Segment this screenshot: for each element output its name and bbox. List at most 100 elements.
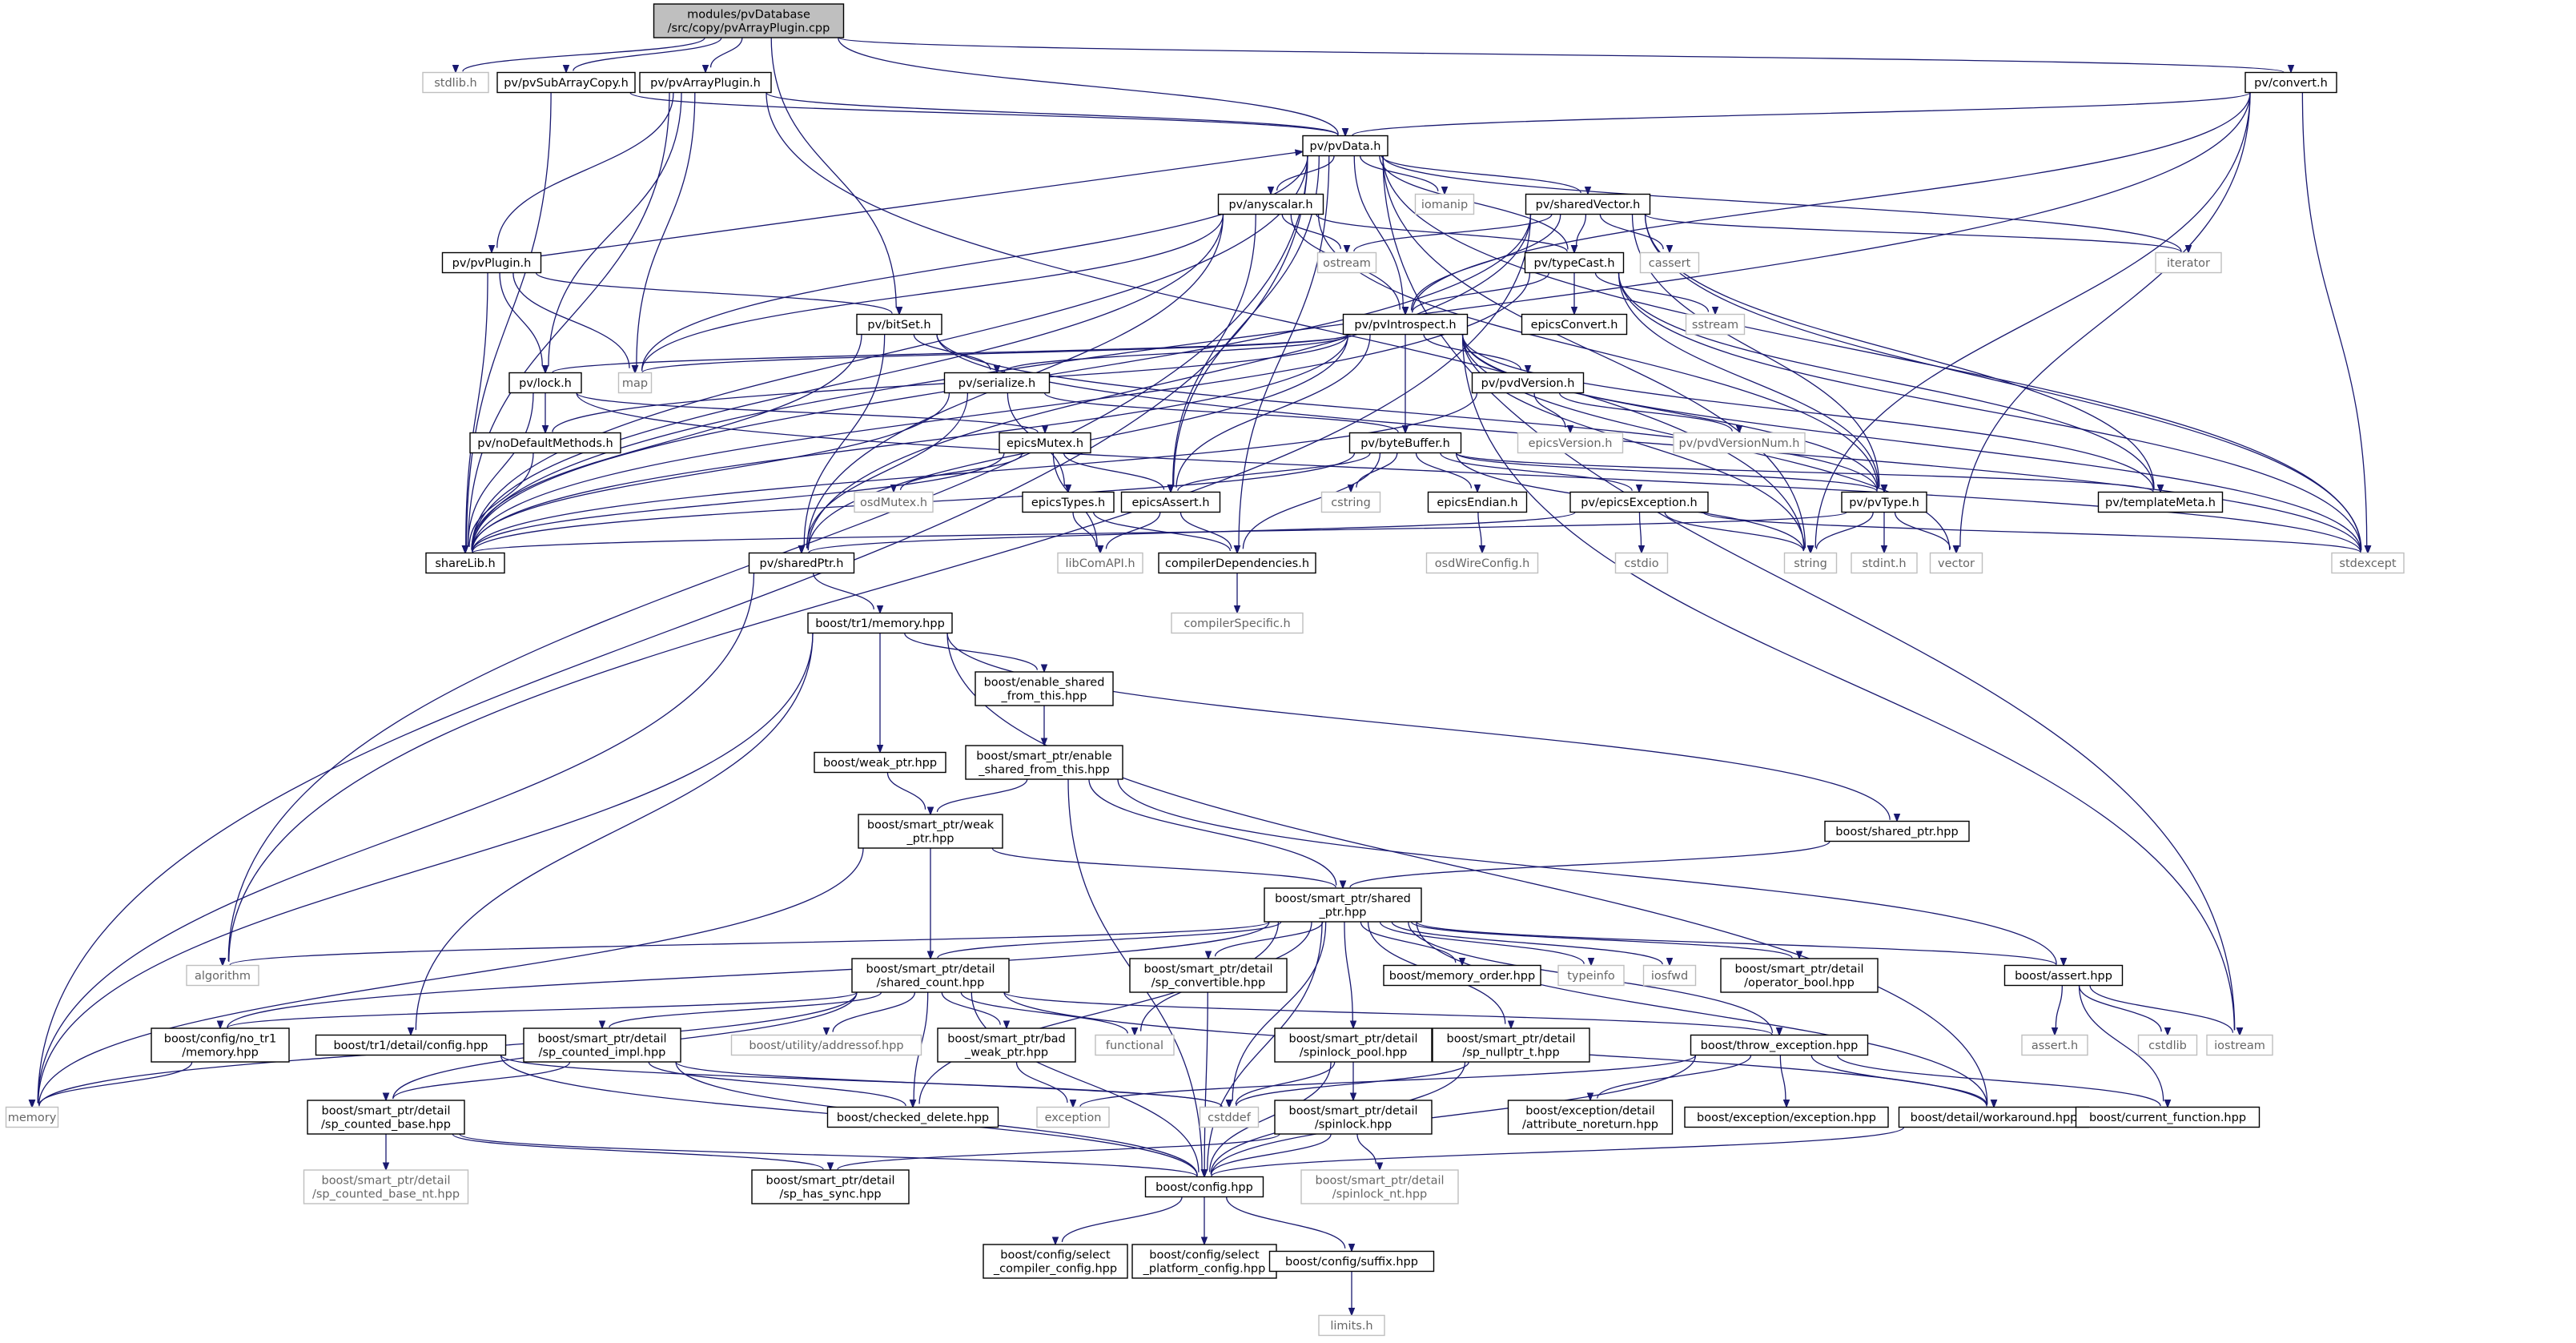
node-pvdVersionNum[interactable]: pv/pvdVersionNum.h: [1673, 432, 1806, 454]
node-exception_hpp[interactable]: boost/exception/exception.hpp: [1684, 1106, 1889, 1128]
node-pvType[interactable]: pv/pvType.h: [1841, 491, 1927, 513]
node-epicsConvert[interactable]: epicsConvert.h: [1521, 313, 1628, 336]
node-bitSet[interactable]: pv/bitSet.h: [856, 313, 942, 336]
node-epicsException[interactable]: pv/epicsException.h: [1569, 491, 1709, 513]
node-exception[interactable]: exception: [1036, 1106, 1110, 1128]
node-epicsEndian[interactable]: epicsEndian.h: [1427, 491, 1528, 513]
node-weak_ptr[interactable]: boost/weak_ptr.hpp: [814, 751, 946, 774]
node-workaround[interactable]: boost/detail/workaround.hpp: [1898, 1106, 2090, 1128]
node-pvArrayPlugin[interactable]: pv/pvArrayPlugin.h: [639, 71, 772, 94]
node-tr1_memory[interactable]: boost/tr1/memory.hpp: [807, 612, 953, 634]
node-limits_h[interactable]: limits.h: [1318, 1314, 1385, 1337]
node-box: [422, 71, 489, 94]
node-functional[interactable]: functional: [1095, 1034, 1175, 1056]
node-spinlock_nt[interactable]: boost/smart_ptr/detail/spinlock_nt.hpp: [1300, 1169, 1459, 1204]
edge-arrowhead: [1507, 1020, 1515, 1030]
node-vector[interactable]: vector: [1929, 552, 1983, 574]
node-current_function[interactable]: boost/current_function.hpp: [2075, 1106, 2261, 1128]
node-sp_counted_base[interactable]: boost/smart_ptr/detail/sp_counted_base.h…: [307, 1100, 465, 1135]
node-pvSubArrayCopy[interactable]: pv/pvSubArrayCopy.h: [496, 71, 636, 94]
node-shared_ptr_hpp[interactable]: boost/shared_ptr.hpp: [1824, 820, 1970, 842]
node-spinlock_pool[interactable]: boost/smart_ptr/detail/spinlock_pool.hpp: [1274, 1027, 1433, 1063]
node-ostream[interactable]: ostream: [1316, 251, 1377, 274]
node-compilerSpecific[interactable]: compilerSpecific.h: [1171, 612, 1304, 634]
node-cstring[interactable]: cstring: [1320, 491, 1381, 513]
node-assert_h[interactable]: assert.h: [2021, 1034, 2088, 1056]
node-cstddef[interactable]: cstddef: [1199, 1106, 1260, 1128]
edge-line: [576, 392, 2361, 553]
node-epicsAssert[interactable]: epicsAssert.h: [1120, 491, 1221, 513]
edge-arrowhead: [1204, 951, 1212, 960]
node-osdWireConfig[interactable]: osdWireConfig.h: [1425, 552, 1539, 574]
node-anyscalar[interactable]: pv/anyscalar.h: [1217, 193, 1324, 215]
node-byteBuffer[interactable]: pv/byteBuffer.h: [1348, 432, 1462, 454]
node-iterator[interactable]: iterator: [2155, 251, 2222, 274]
node-noDefaultMethods[interactable]: pv/noDefaultMethods.h: [469, 432, 621, 454]
node-sharedVector[interactable]: pv/sharedVector.h: [1525, 193, 1651, 215]
node-assert_hpp[interactable]: boost/assert.hpp: [2003, 964, 2124, 987]
node-suffix[interactable]: boost/config/suffix.hpp: [1268, 1250, 1435, 1273]
node-memory_order[interactable]: boost/memory_order.hpp: [1383, 964, 1541, 987]
node-memory[interactable]: memory: [5, 1106, 59, 1128]
node-iostream[interactable]: iostream: [2206, 1034, 2273, 1056]
node-cassert[interactable]: cassert: [1639, 251, 1700, 274]
node-root[interactable]: modules/pvDatabase/src/copy/pvArrayPlugi…: [653, 3, 845, 38]
node-epicsVersion[interactable]: epicsVersion.h: [1517, 432, 1624, 454]
node-stdexcept[interactable]: stdexcept: [2331, 552, 2405, 574]
node-tr1_detail_config[interactable]: boost/tr1/detail/config.hpp: [315, 1034, 507, 1056]
node-sp_weak_ptr[interactable]: boost/smart_ptr/weak_ptr.hpp: [858, 814, 1003, 849]
edge-sharedVector-to-stdexcept: [1644, 214, 2372, 554]
node-sp_nullptr_t[interactable]: boost/smart_ptr/detail/sp_nullptr_t.hpp: [1432, 1027, 1590, 1063]
node-string[interactable]: string: [1783, 552, 1838, 574]
edge-sp_nullptr_t-to-cstddef: [1225, 1061, 1469, 1108]
node-epicsMutex[interactable]: epicsMutex.h: [999, 432, 1091, 454]
node-sstream[interactable]: sstream: [1685, 313, 1746, 336]
edge-sp_bad_weak_ptr-to-exception: [1015, 1061, 1077, 1108]
node-enable_shared_from_this[interactable]: boost/enable_shared_from_this.hpp: [975, 671, 1114, 706]
node-libComAPI[interactable]: libComAPI.h: [1057, 552, 1143, 574]
node-compilerDependencies[interactable]: compilerDependencies.h: [1158, 552, 1316, 574]
node-sharedPtr[interactable]: pv/sharedPtr.h: [748, 552, 855, 574]
node-attribute_noreturn[interactable]: boost/exception/detail/attribute_noretur…: [1507, 1100, 1674, 1135]
node-pvIntrospect[interactable]: pv/pvIntrospect.h: [1342, 313, 1469, 336]
node-iosfwd[interactable]: iosfwd: [1642, 964, 1697, 987]
node-typeCast[interactable]: pv/typeCast.h: [1524, 251, 1625, 274]
edge-line: [1236, 1061, 1469, 1107]
node-templateMeta[interactable]: pv/templateMeta.h: [2097, 491, 2224, 513]
node-sp_shared_ptr[interactable]: boost/smart_ptr/shared_ptr.hpp: [1264, 887, 1422, 923]
node-sp_shared_count[interactable]: boost/smart_ptr/detail/shared_count.hpp: [851, 958, 1010, 993]
node-typeinfo[interactable]: typeinfo: [1557, 964, 1625, 987]
node-sp_enable_shared[interactable]: boost/smart_ptr/enable_shared_from_this.…: [965, 745, 1123, 780]
node-pvdVersion[interactable]: pv/pvdVersion.h: [1471, 372, 1585, 394]
node-addressof[interactable]: boost/utility/addressof.hpp: [730, 1034, 922, 1056]
node-operator_bool[interactable]: boost/smart_ptr/detail/operator_bool.hpp: [1720, 958, 1879, 993]
node-spinlock[interactable]: boost/smart_ptr/detail/spinlock.hpp: [1274, 1100, 1433, 1135]
node-algorithm[interactable]: algorithm: [186, 964, 259, 987]
node-serialize[interactable]: pv/serialize.h: [943, 372, 1051, 394]
node-pvPlugin[interactable]: pv/pvPlugin.h: [441, 251, 542, 274]
node-sp_counted_base_nt[interactable]: boost/smart_ptr/detail/sp_counted_base_n…: [303, 1169, 469, 1204]
node-checked_delete[interactable]: boost/checked_delete.hpp: [826, 1106, 999, 1128]
node-select_platform[interactable]: boost/config/select_platform_config.hpp: [1131, 1244, 1277, 1279]
node-stdlib_h[interactable]: stdlib.h: [422, 71, 489, 94]
node-osdMutex[interactable]: osdMutex.h: [854, 491, 934, 513]
node-select_compiler[interactable]: boost/config/select_compiler_config.hpp: [983, 1244, 1128, 1279]
node-no_tr1_memory[interactable]: boost/config/no_tr1/memory.hpp: [151, 1027, 290, 1063]
node-convert[interactable]: pv/convert.h: [2244, 71, 2337, 94]
edge-sp_shared_count-to-config_hpp: [971, 991, 1208, 1178]
node-shareLib[interactable]: shareLib.h: [425, 552, 505, 574]
node-sp_convertible[interactable]: boost/smart_ptr/detail/sp_convertible.hp…: [1129, 958, 1288, 993]
node-stdint_h[interactable]: stdint.h: [1851, 552, 1918, 574]
node-cstdio[interactable]: cstdio: [1614, 552, 1669, 574]
node-map[interactable]: map: [617, 372, 653, 394]
node-lock[interactable]: pv/lock.h: [508, 372, 582, 394]
node-pvData[interactable]: pv/pvData.h: [1302, 135, 1388, 157]
node-config_hpp[interactable]: boost/config.hpp: [1144, 1176, 1264, 1198]
node-iomanip[interactable]: iomanip: [1414, 193, 1475, 215]
node-throw_exception[interactable]: boost/throw_exception.hpp: [1690, 1034, 1869, 1056]
node-sp_has_sync[interactable]: boost/smart_ptr/detail/sp_has_sync.hpp: [751, 1169, 910, 1204]
node-epicsTypes[interactable]: epicsTypes.h: [1022, 491, 1115, 513]
node-sp_counted_impl[interactable]: boost/smart_ptr/detail/sp_counted_impl.h…: [523, 1027, 681, 1063]
node-sp_bad_weak_ptr[interactable]: boost/smart_ptr/bad_weak_ptr.hpp: [937, 1027, 1076, 1063]
node-cstdlib[interactable]: cstdlib: [2137, 1034, 2198, 1056]
